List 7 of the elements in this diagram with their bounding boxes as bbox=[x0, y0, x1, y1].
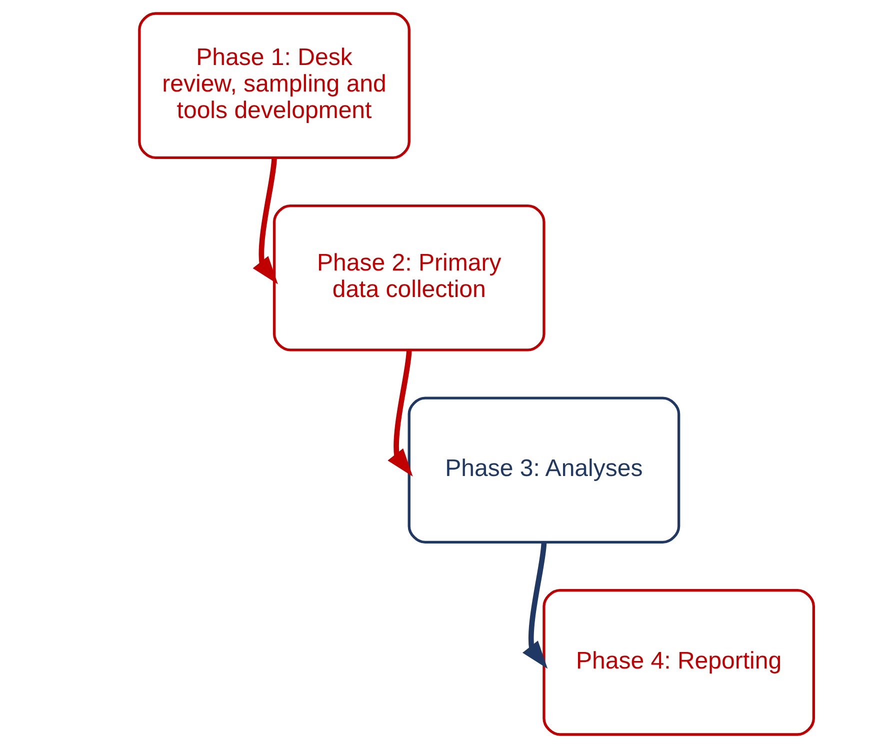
node-box: Phase 4: Reporting bbox=[542, 588, 814, 736]
arrow bbox=[522, 542, 548, 669]
arrow bbox=[252, 158, 278, 284]
node-box: Phase 1: Desk review, sampling and tools development bbox=[138, 12, 410, 160]
node-box: Phase 3: Analyses bbox=[407, 396, 680, 544]
arrow bbox=[387, 350, 412, 476]
node-box: Phase 2: Primary data collection bbox=[272, 204, 545, 352]
